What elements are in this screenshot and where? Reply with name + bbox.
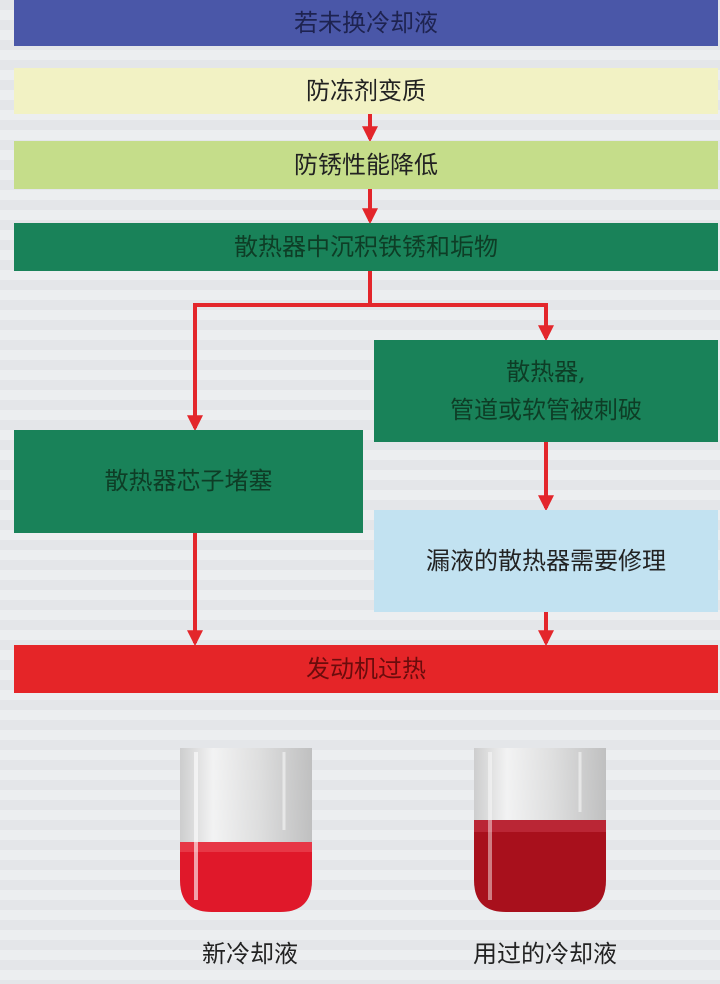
step-radiator-core-clogged: 散热器芯子堵塞: [14, 430, 363, 533]
step-antifreeze-degrades-label: 防冻剂变质: [306, 76, 426, 105]
step-rust-protection-reduced-label: 防锈性能降低: [294, 150, 438, 179]
arrow-4-right: [370, 303, 554, 342]
step-radiator-punctured-line2: 管道或软管被刺破: [450, 396, 642, 424]
step-leaking-radiator-repair-label: 漏液的散热器需要修理: [426, 546, 666, 575]
step-radiator-punctured-line1: 散热器,: [506, 357, 586, 386]
step-engine-overheat-label: 发动机过热: [306, 654, 426, 683]
step-engine-overheat: 发动机过热: [14, 645, 718, 693]
step-unchanged-coolant-label: 若未换冷却液: [294, 8, 438, 37]
new-coolant-beaker: [180, 748, 312, 912]
step-radiator-core-clogged-label: 散热器芯子堵塞: [104, 467, 273, 496]
step-radiator-punctured: 散热器, 管道或软管被刺破: [374, 340, 718, 442]
step-unchanged-coolant: 若未换冷却液: [14, 0, 718, 46]
used-coolant-caption: 用过的冷却液: [473, 940, 617, 968]
step-leaking-radiator-repair: 漏液的散热器需要修理: [374, 510, 718, 612]
step-rust-deposits-label: 散热器中沉积铁锈和垢物: [234, 232, 498, 261]
step-rust-deposits: 散热器中沉积铁锈和垢物: [14, 223, 718, 271]
arrow-4-split: [187, 271, 372, 432]
used-coolant-beaker: [474, 748, 606, 912]
step-antifreeze-degrades: 防冻剂变质: [14, 68, 718, 114]
new-coolant-caption: 新冷却液: [202, 940, 298, 968]
step-rust-protection-reduced: 防锈性能降低: [14, 141, 718, 189]
